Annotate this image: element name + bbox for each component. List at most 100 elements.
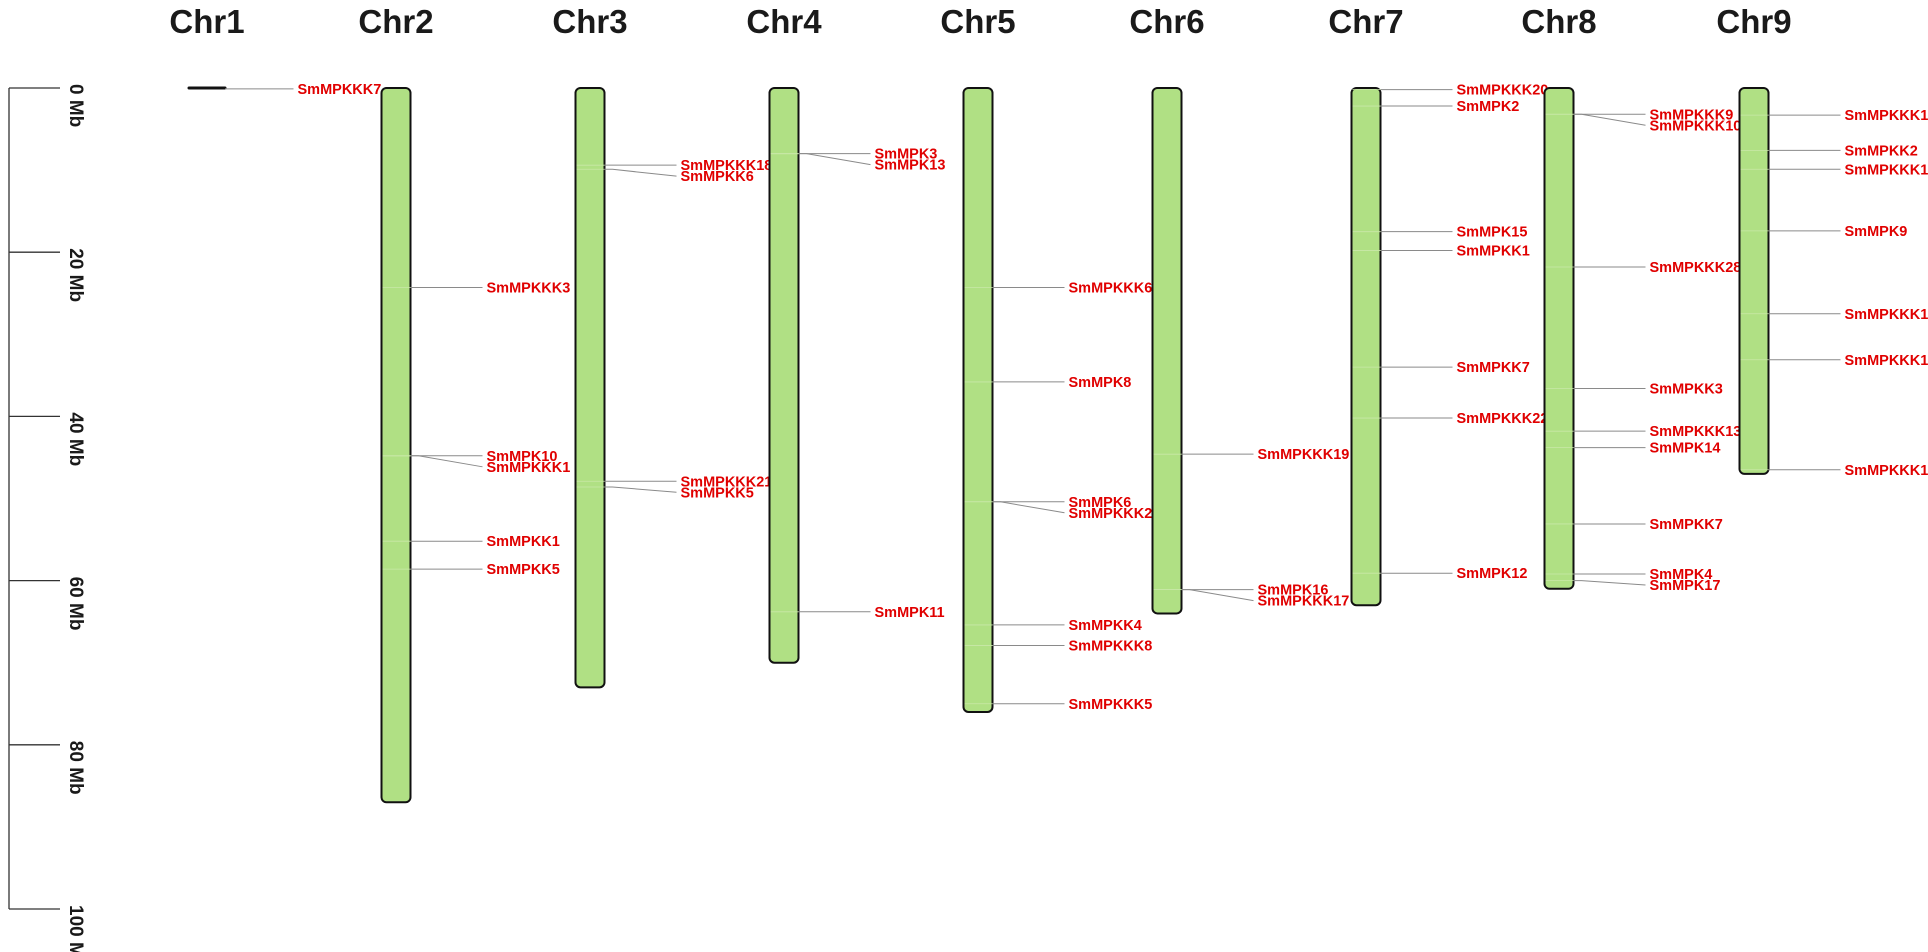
gene-label: SmMPKKK18	[681, 158, 773, 174]
chromosome-bar	[1151, 87, 1183, 615]
gene-label: SmMPKKK1	[487, 460, 571, 476]
gene-marker: SmMPKKK18	[576, 158, 773, 174]
gene-label: SmMPK6	[1069, 495, 1132, 511]
gene-label: SmMPKKK2	[1069, 506, 1153, 522]
gene-marker: SmMPKKK6	[964, 281, 1152, 297]
gene-connector-line	[604, 486, 677, 493]
gene-label: SmMPKKK15	[1845, 162, 1928, 178]
gene-marker: SmMPKKK20	[1352, 83, 1549, 99]
gene-connector-line	[410, 455, 483, 468]
chromosome-title: Chr4	[746, 3, 822, 40]
chromosome-title: Chr1	[169, 3, 244, 40]
gene-marker: SmMPK9	[1740, 224, 1908, 240]
chromosome-bar	[574, 87, 606, 689]
chromosome-title: Chr6	[1129, 3, 1204, 40]
gene-label: SmMPKK1	[1457, 244, 1530, 260]
gene-label: SmMPK11	[875, 605, 945, 621]
chromosome-bar	[1543, 87, 1575, 590]
gene-marker: SmMPKKK3	[382, 281, 570, 297]
gene-label: SmMPK14	[1650, 441, 1721, 457]
gene-marker: SmMPK12	[1352, 566, 1528, 582]
chromosome-chr2: Chr2SmMPKKK3SmMPK10SmMPKKK1SmMPKK1SmMPKK…	[358, 3, 571, 804]
gene-label: SmMPKKK11	[1845, 307, 1928, 323]
gene-marker: SmMPK13	[770, 153, 946, 174]
gene-marker: SmMPKKK28	[1545, 260, 1742, 276]
gene-marker: SmMPKK2	[1740, 143, 1918, 159]
gene-label: SmMPK4	[1650, 567, 1713, 583]
chromosome-title: Chr8	[1521, 3, 1596, 40]
gene-marker: SmMPKKK7	[225, 82, 381, 98]
gene-marker: SmMPKK1	[1352, 244, 1530, 260]
gene-marker: SmMPKKK11	[1740, 307, 1928, 323]
chromosome-chr9: Chr9SmMPKKK12SmMPKK2SmMPKKK15SmMPK9SmMPK…	[1716, 3, 1928, 479]
gene-connector-line	[798, 153, 871, 166]
gene-label: SmMPKKK7	[298, 82, 382, 98]
scale-tick-label: 20 Mb	[65, 248, 86, 302]
gene-marker: SmMPKK5	[382, 562, 560, 578]
gene-label: SmMPKKK14	[1845, 463, 1928, 479]
gene-label: SmMPK9	[1845, 224, 1908, 240]
gene-label: SmMPKKK13	[1650, 424, 1742, 440]
scale-tick-label: 60 Mb	[65, 577, 86, 631]
gene-label: SmMPK10	[487, 449, 558, 465]
gene-label: SmMPKK2	[1845, 143, 1918, 159]
gene-label: SmMPKKK5	[1069, 697, 1153, 713]
gene-marker: SmMPKK7	[1545, 517, 1723, 533]
gene-label: SmMPKKK28	[1650, 260, 1742, 276]
gene-label: SmMPK16	[1258, 583, 1329, 599]
gene-marker: SmMPK17	[1545, 578, 1721, 594]
gene-label: SmMPKKK21	[681, 474, 773, 490]
gene-label: SmMPKKK12	[1845, 108, 1928, 124]
gene-label: SmMPKKK9	[1650, 107, 1734, 123]
gene-marker: SmMPKK4	[964, 618, 1142, 634]
gene-connector-line	[992, 501, 1065, 514]
gene-label: SmMPK15	[1457, 225, 1528, 241]
gene-label: SmMPKKK22	[1457, 411, 1549, 427]
gene-marker: SmMPKK1	[382, 534, 560, 550]
gene-marker: SmMPKKK13	[1545, 424, 1742, 440]
gene-label: SmMPKK5	[681, 485, 754, 501]
scale-tick-label: 40 Mb	[65, 412, 86, 466]
gene-label: SmMPKKK16	[1845, 353, 1928, 369]
gene-label: SmMPKKK8	[1069, 638, 1153, 654]
scale-tick-label: 80 Mb	[65, 741, 86, 795]
gene-label: SmMPK3	[875, 147, 938, 163]
gene-marker: SmMPKK7	[1352, 360, 1530, 376]
gene-label: SmMPK12	[1457, 566, 1528, 582]
chromosome-title: Chr9	[1716, 3, 1791, 40]
gene-marker: SmMPKKK16	[1740, 353, 1928, 369]
chromosome-bar	[1738, 87, 1770, 475]
chromosome-bar	[380, 87, 412, 804]
gene-label: SmMPK8	[1069, 375, 1132, 391]
chromosome-title: Chr2	[358, 3, 433, 40]
chromosome-title: Chr7	[1328, 3, 1403, 40]
gene-label: SmMPK13	[875, 158, 946, 174]
gene-label: SmMPKK4	[1069, 618, 1142, 634]
gene-label: SmMPKKK17	[1258, 594, 1350, 610]
gene-marker: SmMPKKK5	[964, 697, 1153, 713]
gene-marker: SmMPK4	[1545, 567, 1713, 583]
gene-label: SmMPKK3	[1650, 381, 1723, 397]
gene-label: SmMPKK7	[1457, 360, 1530, 376]
gene-marker: SmMPK11	[770, 605, 945, 621]
gene-marker: SmMPKKK19	[1153, 447, 1350, 463]
gene-label: SmMPK17	[1650, 578, 1721, 594]
chromosome-bar	[768, 87, 800, 664]
chromosome-chr5: Chr5SmMPKKK6SmMPK8SmMPK6SmMPKKK2SmMPKK4S…	[940, 3, 1152, 713]
gene-label: SmMPKK1	[487, 534, 560, 550]
gene-marker: SmMPKKK21	[576, 474, 773, 490]
gene-label: SmMPKKK19	[1258, 447, 1350, 463]
gene-marker: SmMPKKK15	[1740, 162, 1928, 178]
chromosome-chr7: Chr7SmMPKKK20SmMPK2SmMPK15SmMPKK1SmMPKK7…	[1328, 3, 1549, 607]
gene-label: SmMPKKK20	[1457, 83, 1549, 99]
chromosome-bar	[1350, 87, 1382, 607]
gene-marker: SmMPK8	[964, 375, 1132, 391]
gene-marker: SmMPKKK10	[1545, 113, 1741, 134]
gene-marker: SmMPKKK1	[382, 455, 571, 476]
gene-connector-line	[1573, 113, 1646, 126]
